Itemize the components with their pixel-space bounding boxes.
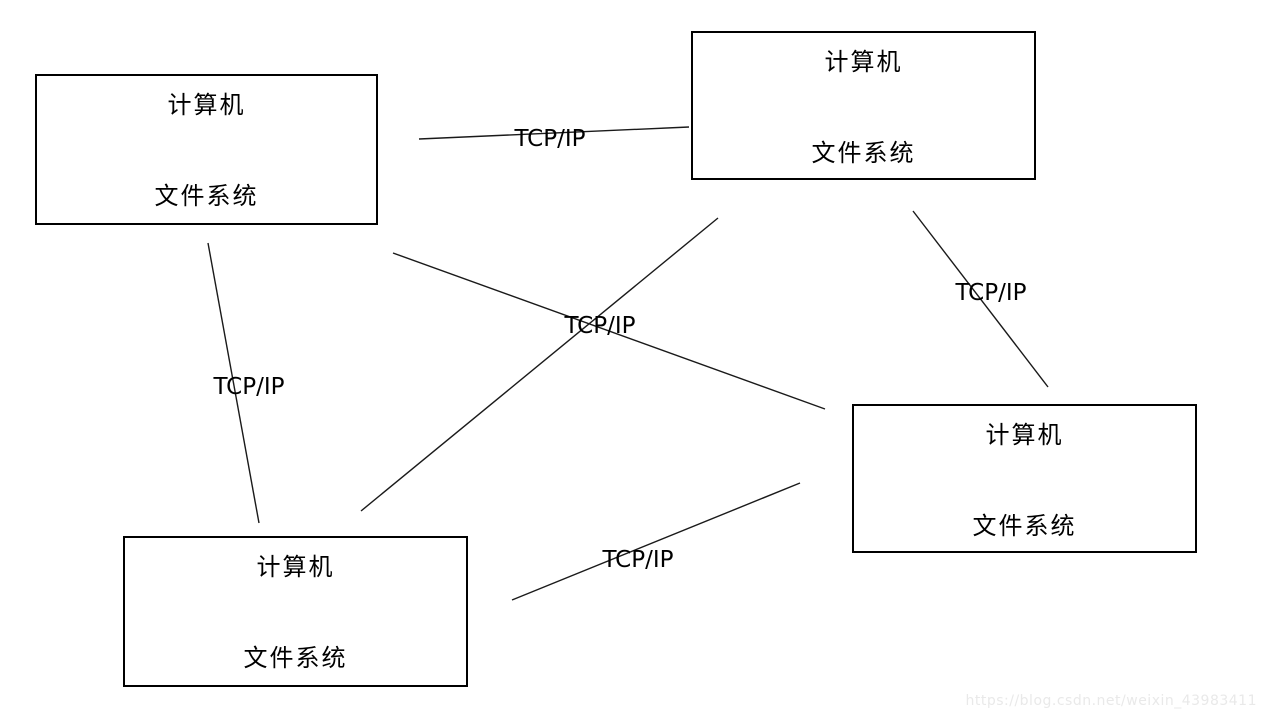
node-subtitle: 文件系统 — [972, 512, 1077, 540]
csdn-watermark: https://blog.csdn.net/weixin_43983411 — [965, 693, 1257, 709]
node-title: 计算机 — [824, 48, 903, 76]
node-title: 计算机 — [985, 421, 1064, 449]
edge-label-tcpip-left: TCP/IP — [213, 374, 285, 400]
edge-line-bottomleft-right — [511, 482, 801, 601]
edge-line-topleft-bottomleft — [207, 242, 260, 524]
node-computer-top-left: 计算机 文件系统 — [35, 74, 378, 225]
edge-label-tcpip-bottom: TCP/IP — [602, 547, 674, 573]
edge-line-topright-bottomleft — [360, 217, 719, 512]
node-subtitle: 文件系统 — [811, 139, 916, 167]
node-computer-bottom-left: 计算机 文件系统 — [123, 536, 468, 687]
node-title: 计算机 — [167, 91, 246, 119]
edge-line-topright-right — [912, 210, 1049, 388]
edge-label-tcpip-right: TCP/IP — [955, 280, 1027, 306]
node-computer-top-right: 计算机 文件系统 — [691, 31, 1036, 180]
node-subtitle: 文件系统 — [243, 644, 348, 672]
edge-label-tcpip-top: TCP/IP — [514, 126, 586, 152]
node-title: 计算机 — [256, 553, 335, 581]
edge-label-tcpip-center: TCP/IP — [564, 313, 636, 339]
edge-line-topleft-right — [392, 252, 826, 410]
node-computer-right: 计算机 文件系统 — [852, 404, 1197, 553]
edge-line-topleft-topright — [418, 126, 690, 140]
node-subtitle: 文件系统 — [154, 182, 259, 210]
